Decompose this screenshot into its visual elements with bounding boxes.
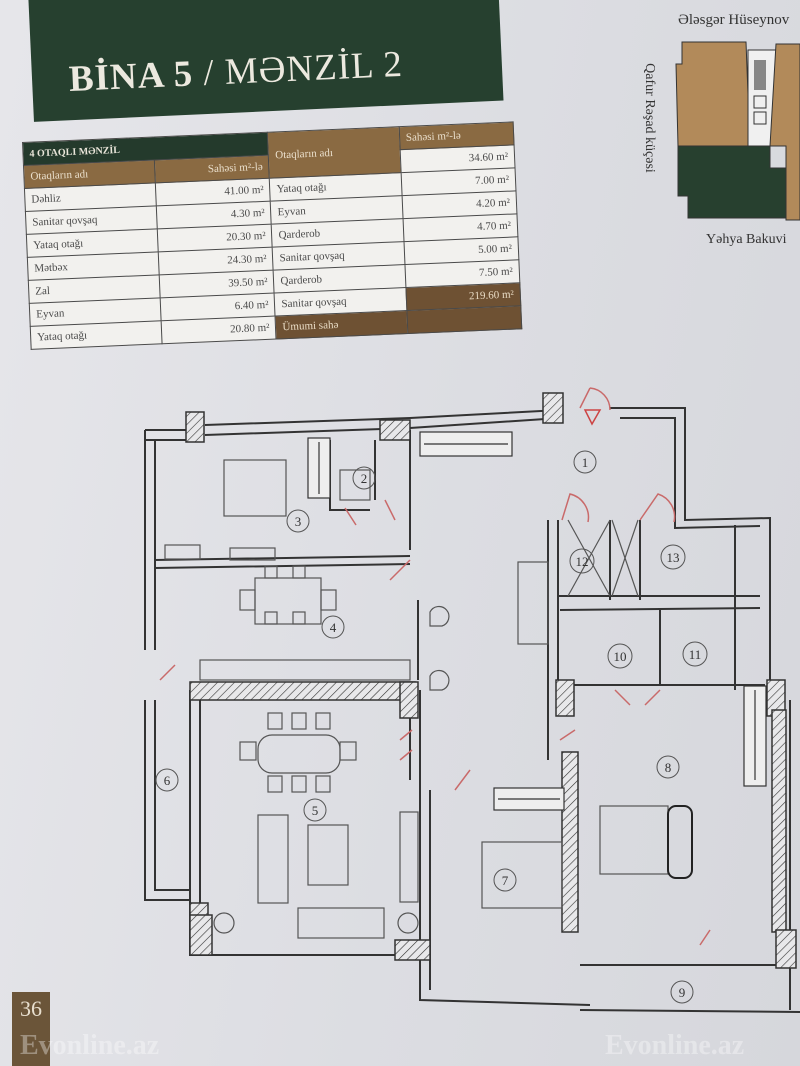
room-number-12: 12 bbox=[576, 554, 589, 569]
street-label-top: Ələsgər Hüseynov bbox=[678, 12, 790, 28]
street-label-bottom: Yəhya Bakuvi bbox=[706, 232, 787, 247]
room-number-3: 3 bbox=[295, 514, 302, 529]
site-plan-drawing bbox=[675, 41, 800, 221]
room-number-8: 8 bbox=[665, 760, 672, 775]
site-plan: Ələsgər Hüseynov Qafur Rəşad küçəsi Yəhy… bbox=[620, 0, 800, 260]
col-header-room-right: Otaqların adı bbox=[267, 126, 401, 179]
room-number-1: 1 bbox=[582, 455, 589, 470]
watermark: Evonline.az bbox=[20, 1030, 160, 1061]
page-number: 36 bbox=[12, 992, 50, 1066]
room-number-11: 11 bbox=[689, 647, 702, 662]
watermark: Evonline.az bbox=[605, 1030, 745, 1061]
title-building: BİNA 5 bbox=[68, 53, 195, 100]
floor-plan: 1 2 3 4 5 6 7 8 9 10 11 12 13 bbox=[144, 387, 800, 1013]
room-number-7: 7 bbox=[502, 873, 509, 888]
room-number-2: 2 bbox=[361, 471, 368, 486]
title-apartment: / MƏNZİL 2 bbox=[192, 43, 404, 95]
room-number-10: 10 bbox=[614, 649, 627, 664]
room-area-table: 4 OTAQLI MƏNZİL Otaqların adı Sahəsi m²-… bbox=[22, 121, 523, 350]
table-cell-room: Yataq otağı bbox=[30, 320, 163, 350]
room-number-4: 4 bbox=[330, 620, 337, 635]
room-number-5: 5 bbox=[312, 803, 319, 818]
room-number-9: 9 bbox=[679, 985, 686, 1000]
total-area-label: Ümumi sahə bbox=[275, 310, 408, 340]
table-cell-area: 20.80 m² bbox=[161, 316, 277, 344]
room-number-13: 13 bbox=[667, 550, 680, 565]
room-number-6: 6 bbox=[164, 773, 171, 788]
